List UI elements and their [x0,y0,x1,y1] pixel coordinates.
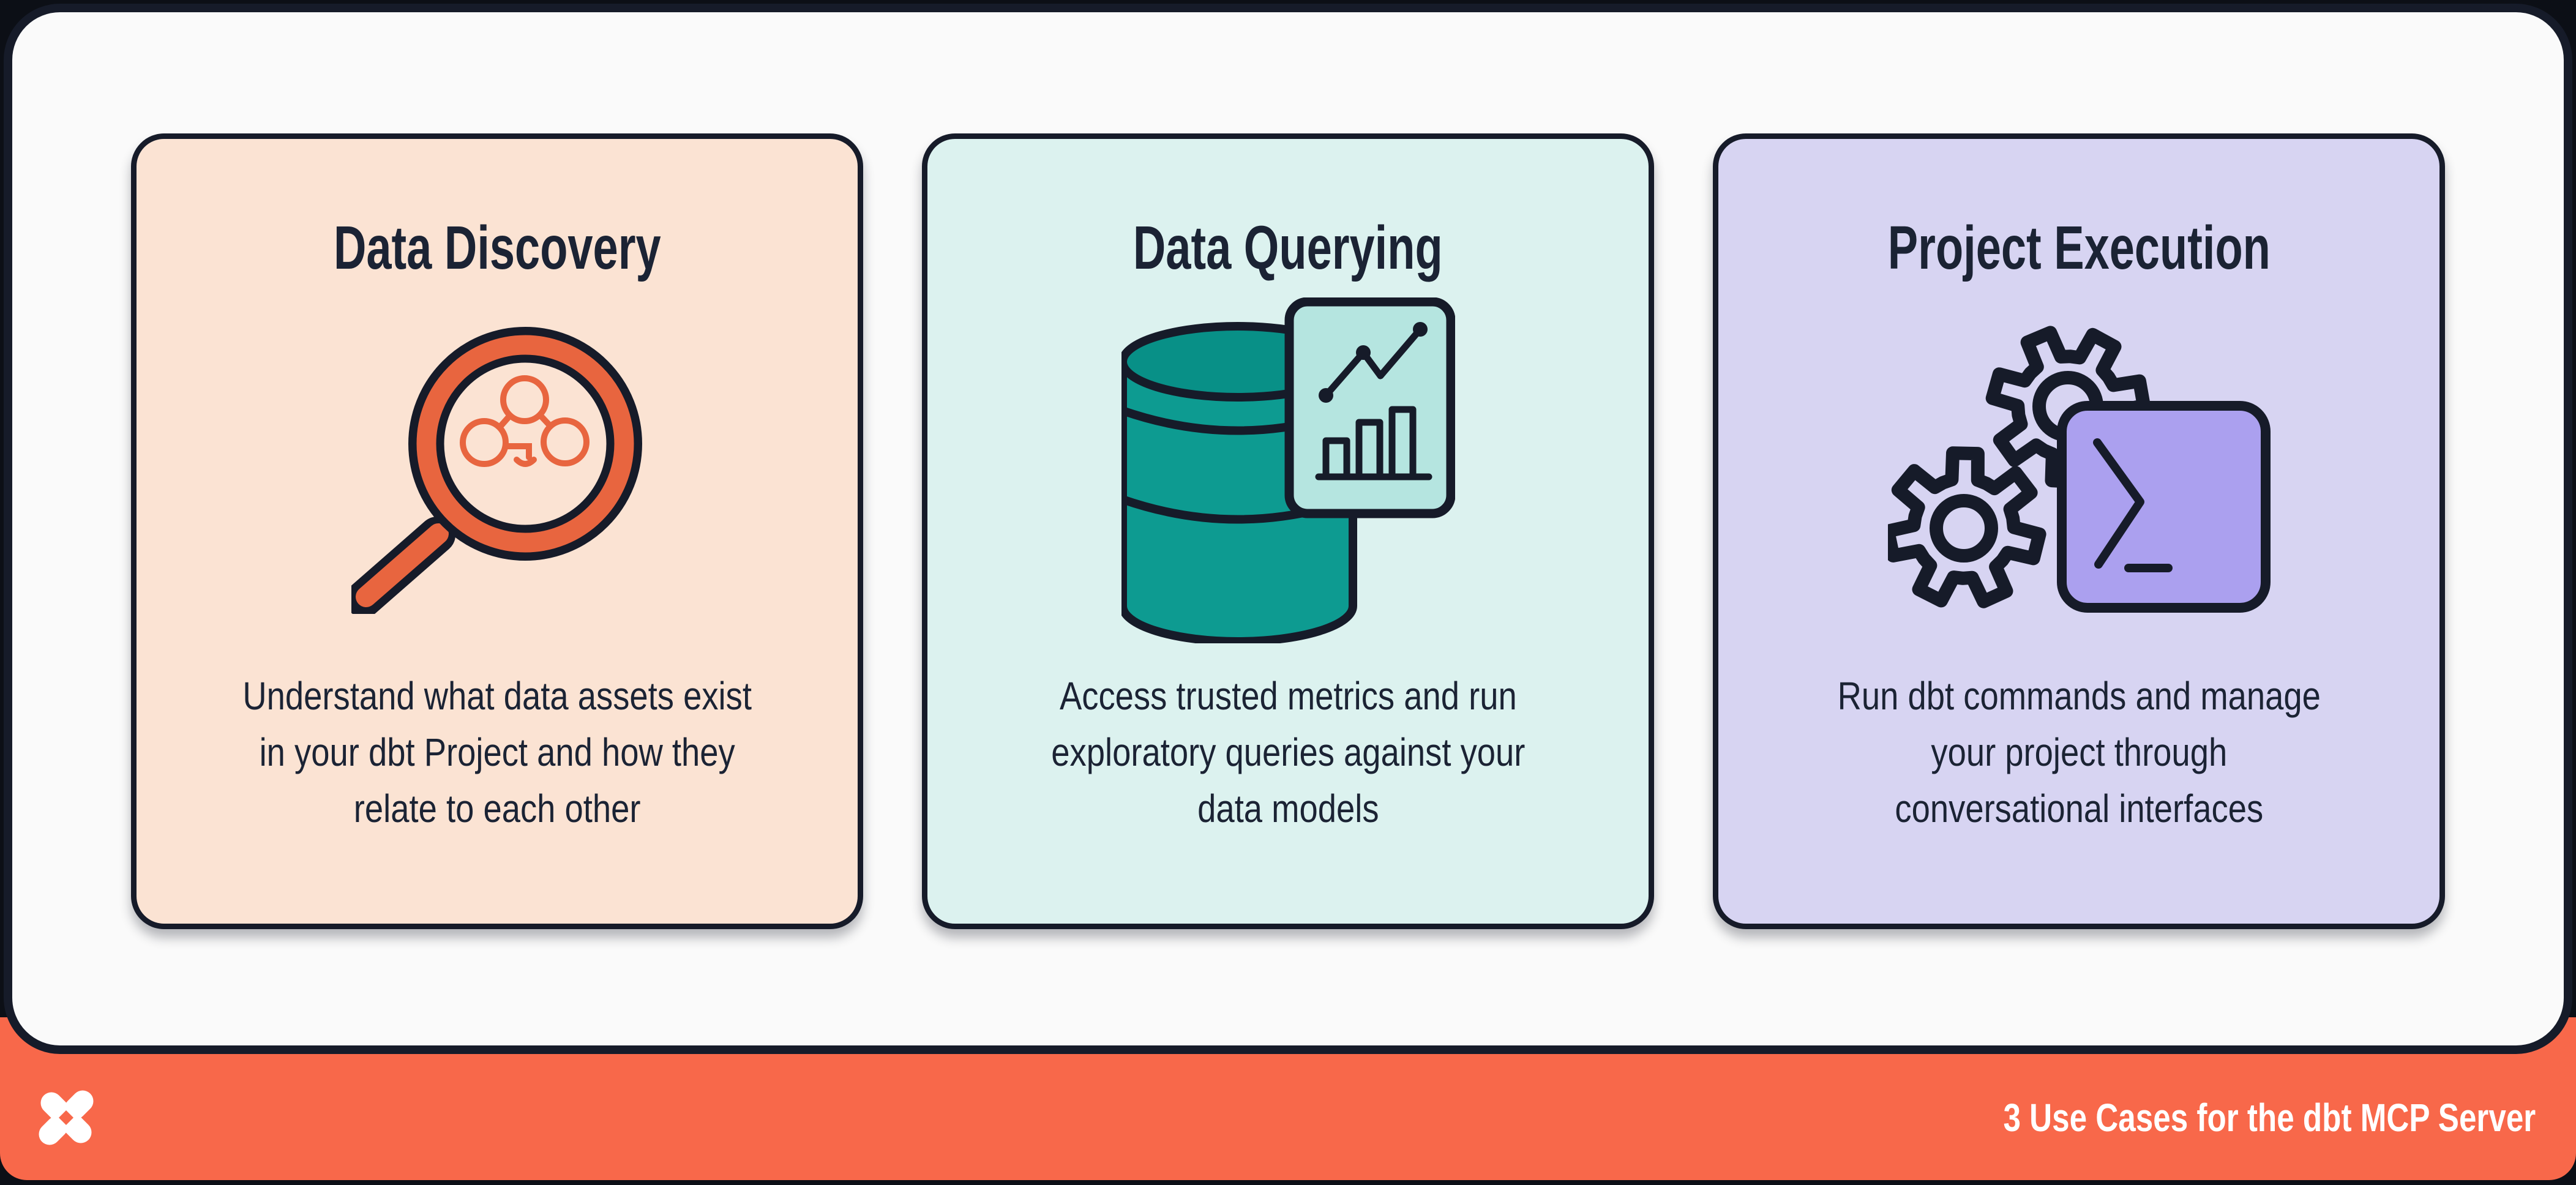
database-chart-icon [1121,291,1455,649]
card-description: Run dbt commands and manage your project… [1837,674,2321,831]
footer-title: 3 Use Cases for the dbt MCP Server [2003,1096,2536,1140]
magnifier-lineage-svg [351,327,642,614]
card-description: Understand what data assets exist in you… [242,674,752,831]
card-title: Data Querying [1133,214,1443,282]
gears-terminal-icon [1887,291,2271,649]
card-data-querying: Data Querying [922,133,1654,929]
dbt-logo [36,1087,97,1148]
magnifier-lineage-icon [351,291,643,649]
footer: 3 Use Cases for the dbt MCP Server [0,1054,2576,1181]
card-title: Data Discovery [333,214,661,282]
database-chart-svg [1121,297,1455,643]
gears-terminal-svg [1887,326,2271,613]
card-description: Access trusted metrics and run explorato… [1050,674,1526,831]
card-title: Project Execution [1887,214,2271,282]
card-data-discovery: Data Discovery [131,133,863,929]
dbt-logo-svg [39,1090,94,1145]
card-project-execution: Project Execution Run dbt commands and m… [1713,133,2445,929]
